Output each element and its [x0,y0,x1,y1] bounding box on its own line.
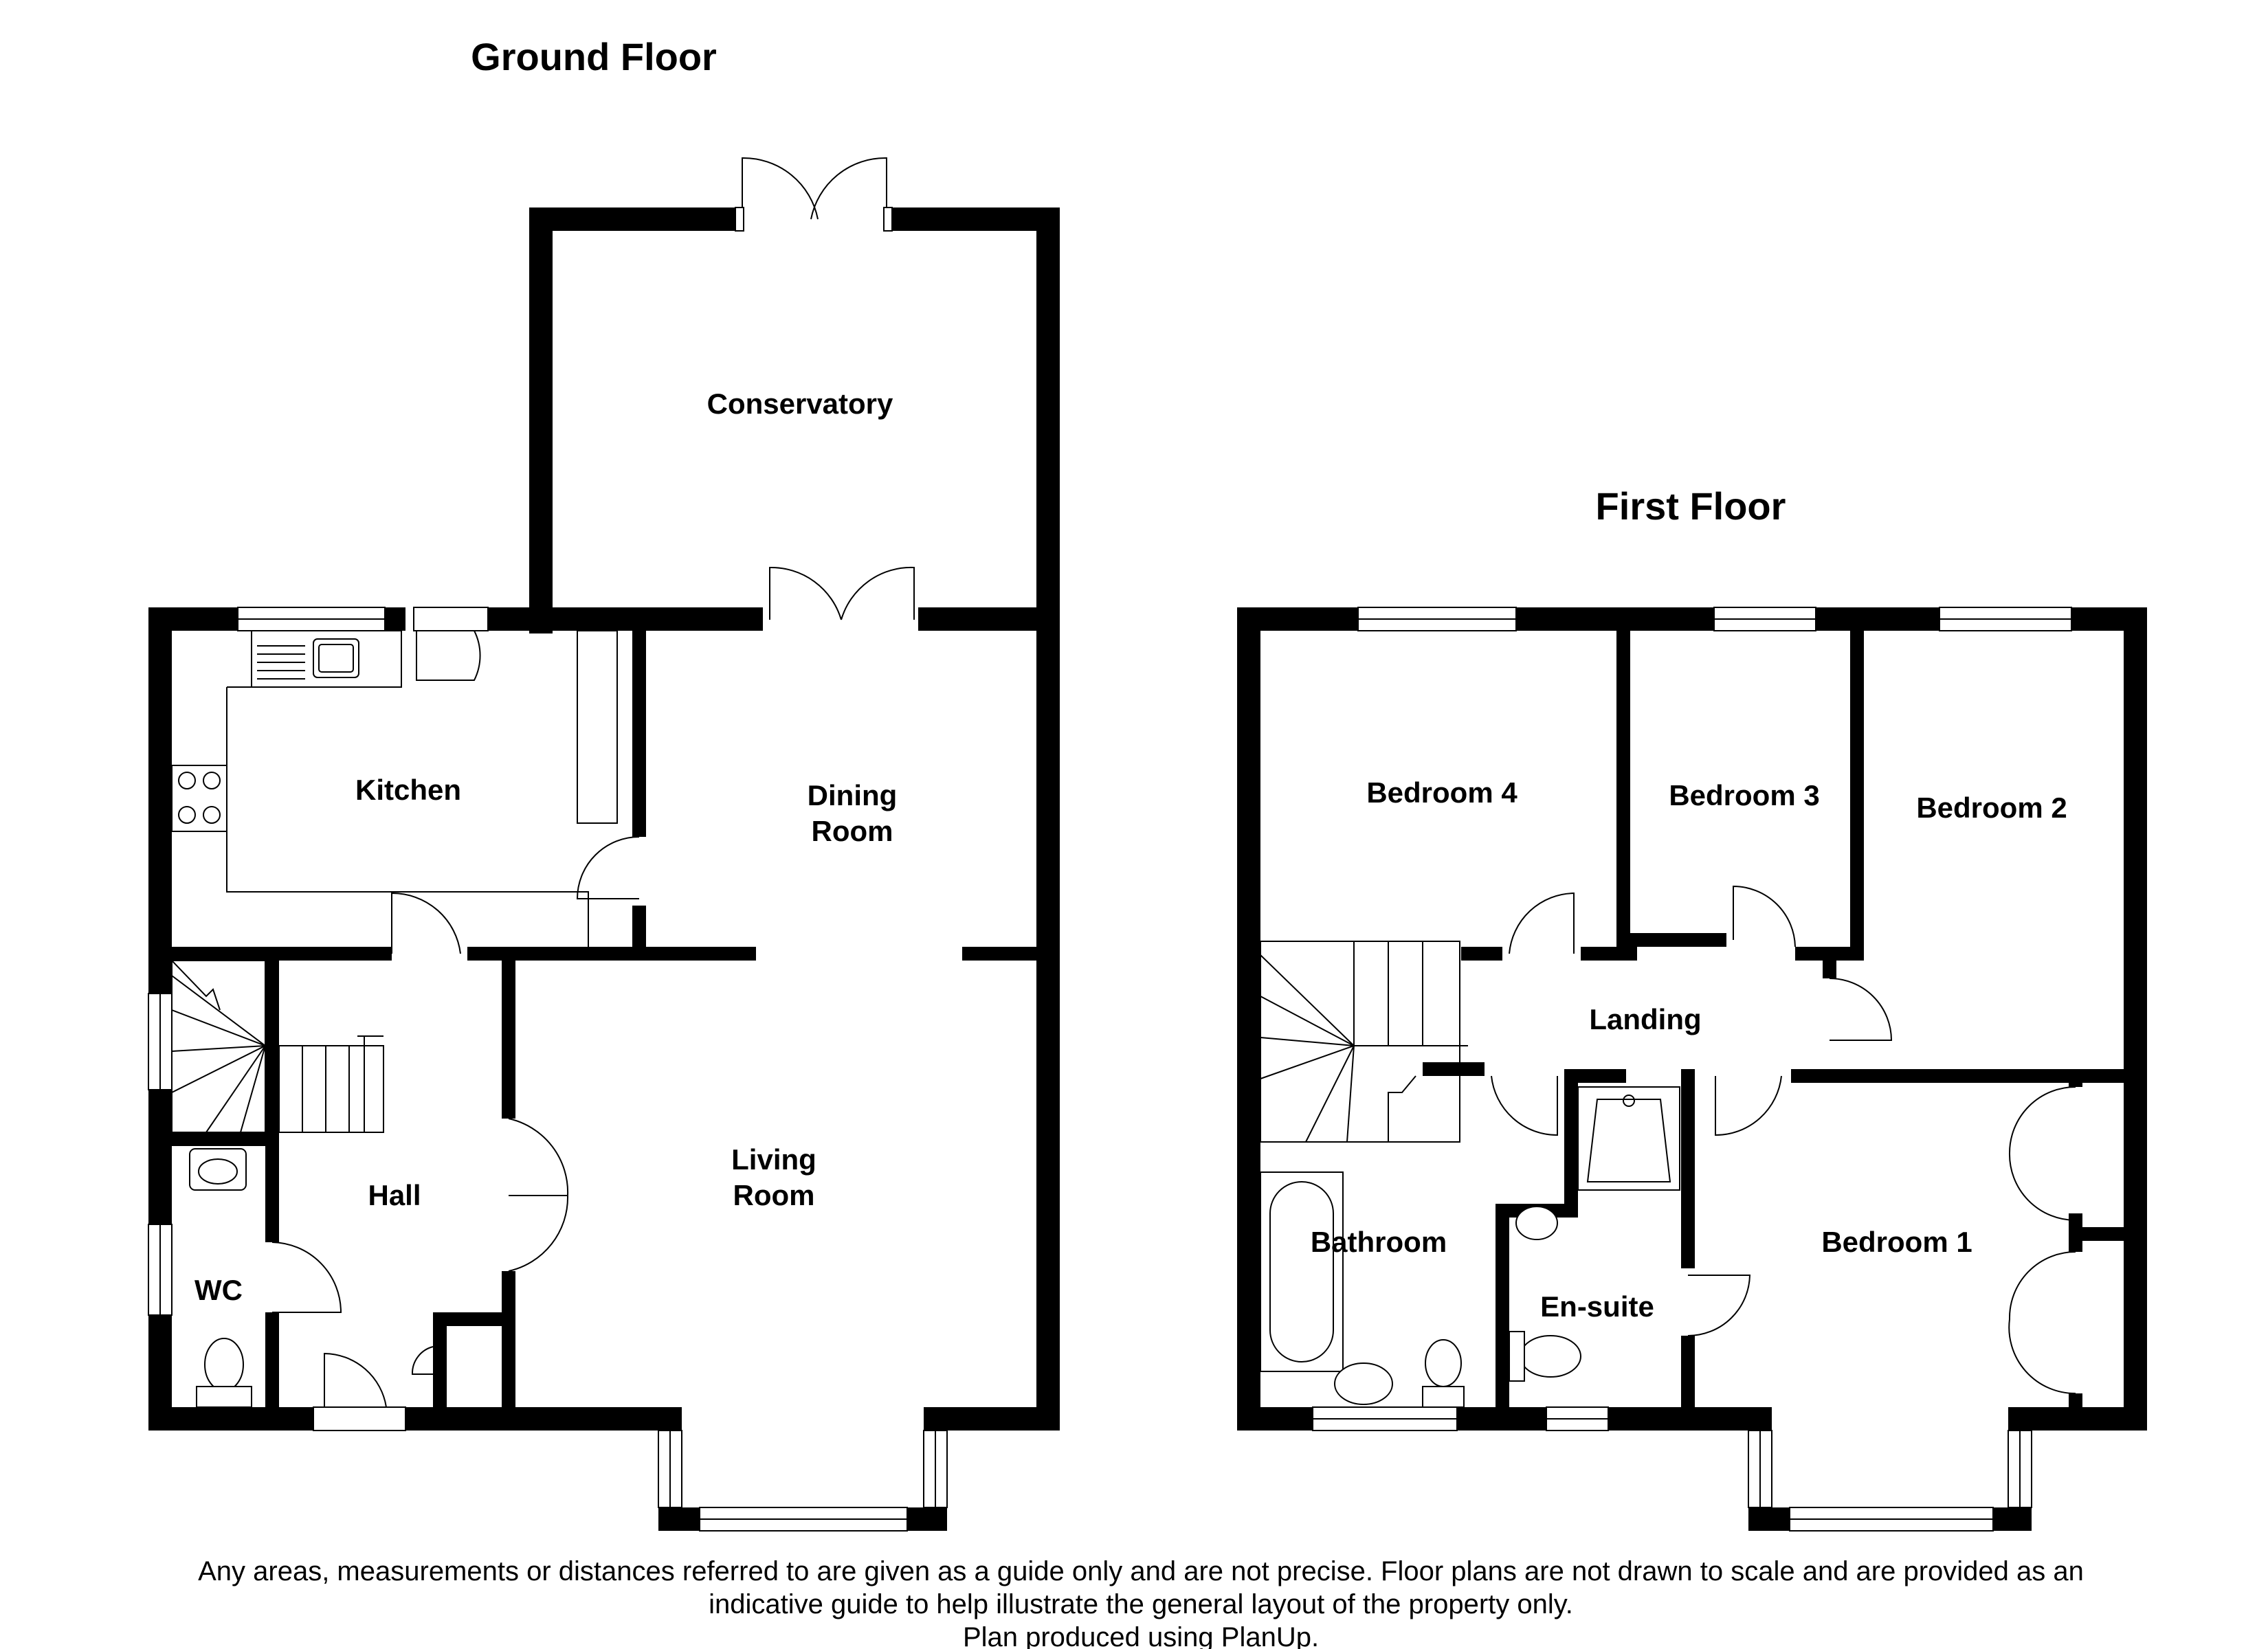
label-living-line2: Room [733,1179,815,1211]
wardrobe-door-top [2008,1086,2076,1221]
first-windows [1312,607,2072,1532]
label-bedroom1: Bedroom 1 [1821,1226,1972,1258]
disclaimer: Any areas, measurements or distances ref… [198,1556,2084,1649]
bedroom3-door [1733,885,1796,947]
label-bedroom2: Bedroom 2 [1916,792,2067,824]
disclaimer-line1: Any areas, measurements or distances ref… [198,1556,2084,1586]
disclaimer-line2: indicative guide to help illustrate the … [709,1589,1573,1619]
bathroom-door [1491,1075,1558,1136]
ground-staircase [171,960,384,1133]
ground-floor-title: Ground Floor [471,35,717,78]
ground-doors [271,566,915,1408]
first-staircase [1260,941,1468,1143]
label-hall: Hall [368,1179,421,1211]
label-bedroom3: Bedroom 3 [1669,779,1819,811]
first-floor-plan: First Floor [1237,484,2147,1532]
label-wc: WC [194,1274,243,1306]
wc-fittings [189,1148,252,1408]
garden-door-right [810,157,887,220]
bedroom4-door [1509,892,1575,954]
dining-conservatory-door-left [769,566,842,620]
bedroom1-door [1715,1075,1782,1136]
label-landing: Landing [1589,1003,1701,1035]
label-conservatory: Conservatory [707,388,893,420]
dining-conservatory-door-right [841,566,915,620]
label-kitchen: Kitchen [355,774,461,806]
ground-floor-plan: Ground Floor [148,35,1060,1532]
cupboard-door [411,1346,434,1375]
living-door-top [508,1118,569,1196]
first-interior-walls [1423,631,2147,1407]
living-door-bottom [508,1195,569,1272]
wardrobe-door-bottom [2008,1251,2076,1395]
kitchen-dining-door [576,836,640,899]
conservatory-walls [529,157,1060,1431]
label-ensuite: En-suite [1540,1290,1654,1323]
ensuite-door [1687,1275,1751,1336]
kitchen-worktop [226,687,589,947]
front-door [324,1352,387,1408]
label-dining-line1: Dining [808,779,898,811]
label-dining-line2: Room [812,815,893,847]
garden-door-left [742,157,819,220]
label-bathroom: Bathroom [1311,1226,1447,1258]
bedroom2-door [1829,978,1893,1041]
label-bedroom4: Bedroom 4 [1366,776,1517,809]
kitchen-hall-door [391,892,461,954]
label-living-line1: Living [731,1143,816,1176]
wc-door [271,1242,342,1313]
kitchen-fittings [171,607,618,947]
bathroom-fittings [1260,1086,1680,1408]
ground-interior-walls [172,631,1060,1409]
kitchen-back-door [416,630,481,681]
first-doors [1491,885,2076,1395]
disclaimer-line3: Plan produced using PlanUp. [963,1622,1319,1649]
first-floor-title: First Floor [1596,484,1786,528]
